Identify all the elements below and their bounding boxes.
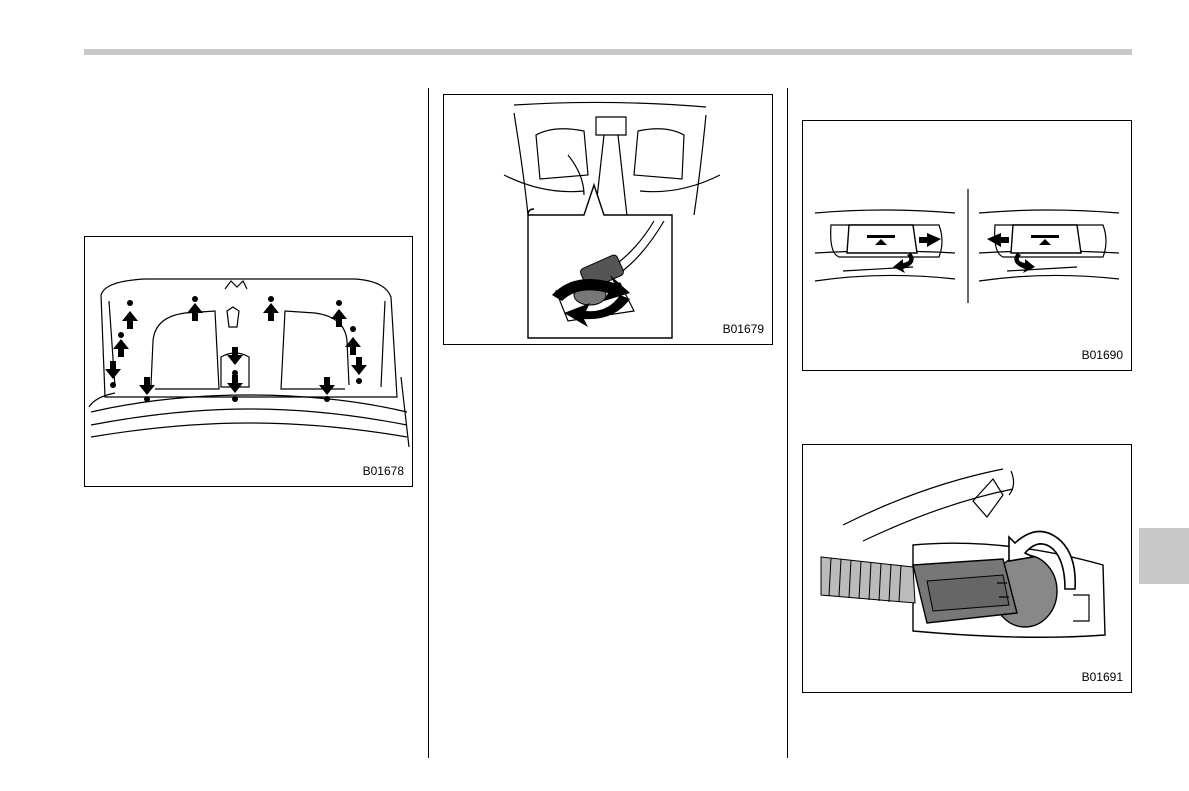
trunk-lid-illustration	[85, 237, 413, 487]
figure-socket-removal: B01679	[443, 94, 773, 345]
column-divider-right	[787, 88, 788, 758]
figure-lamp-removal: B01690	[802, 120, 1132, 371]
section-tab	[1139, 528, 1189, 584]
socket-removal-illustration	[444, 95, 773, 345]
figure-code: B01691	[1082, 670, 1123, 684]
header-rule	[84, 49, 1132, 55]
figure-code: B01678	[363, 464, 404, 478]
socket-twist-illustration	[803, 445, 1132, 693]
figure-code: B01690	[1082, 348, 1123, 362]
column-divider-left	[428, 88, 429, 758]
lamp-removal-illustration	[803, 121, 1132, 371]
figure-trunk-lid-clips: B01678	[84, 236, 413, 487]
figure-code: B01679	[723, 322, 764, 336]
figure-socket-twist: B01691	[802, 444, 1132, 693]
